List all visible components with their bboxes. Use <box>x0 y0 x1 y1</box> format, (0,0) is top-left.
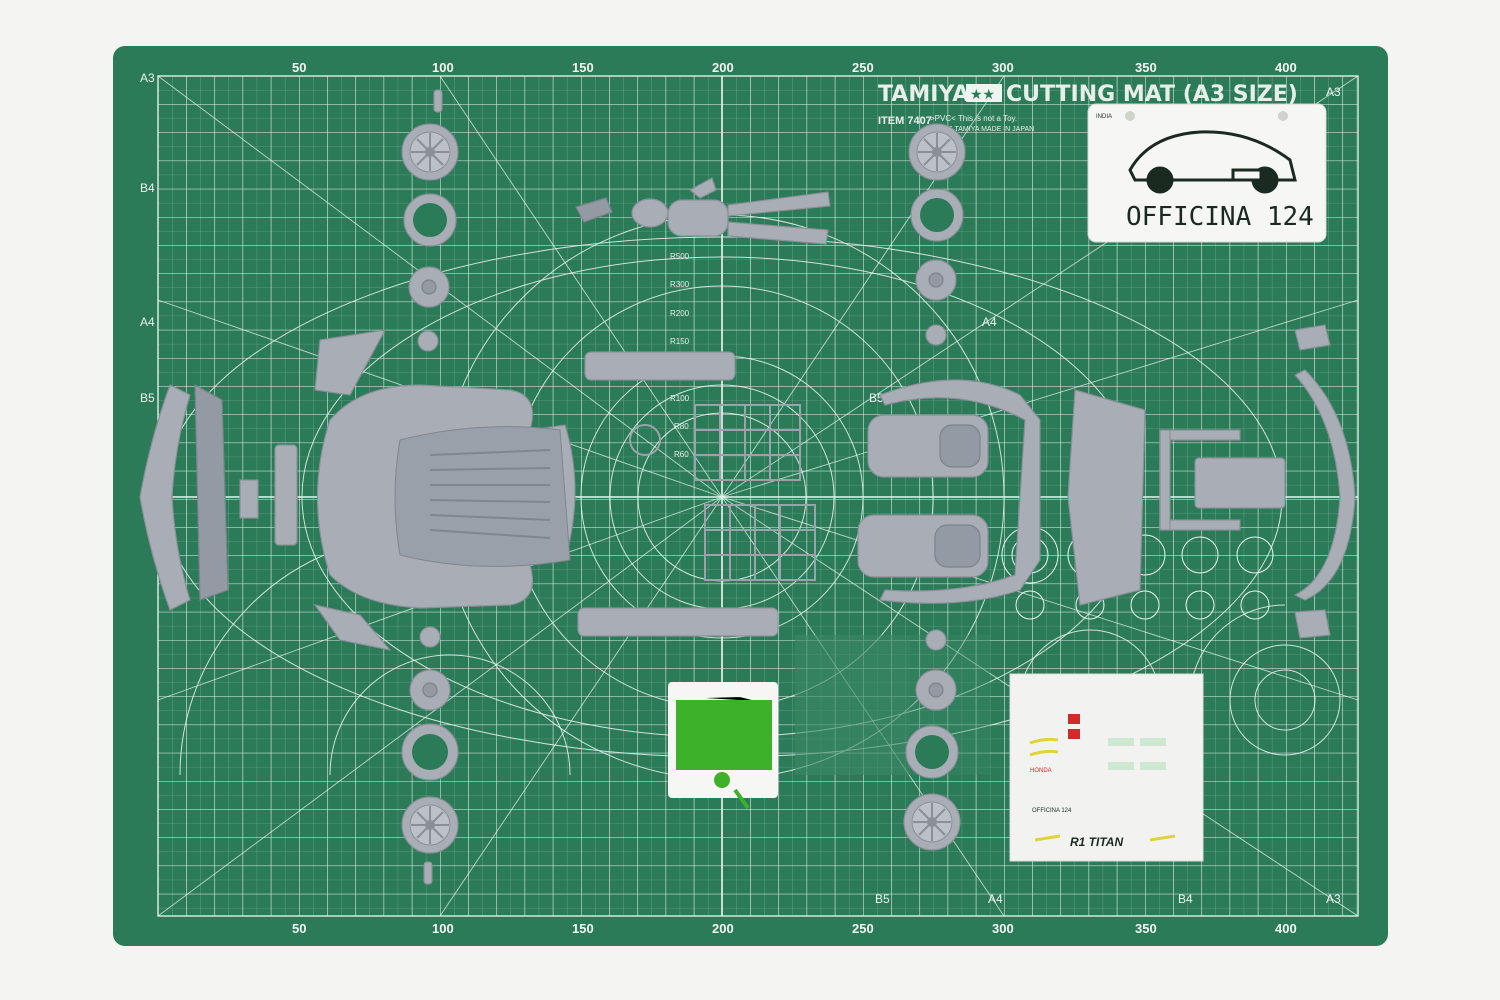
size-mark-a4: A4 <box>140 315 155 329</box>
tire-icon <box>403 193 457 247</box>
sprue-parts <box>629 404 816 581</box>
svg-text:200: 200 <box>712 60 734 75</box>
svg-text:150: 150 <box>572 921 594 936</box>
tire-icon <box>905 725 959 779</box>
plate-text: OFFICINA 124 <box>1126 202 1314 232</box>
svg-text:100: 100 <box>432 60 454 75</box>
svg-text:100: 100 <box>432 921 454 936</box>
svg-text:150: 150 <box>572 60 594 75</box>
brake-disc-icon <box>915 259 957 301</box>
size-mark-b4-bottom: B4 <box>1178 892 1193 906</box>
green-thread <box>676 700 772 770</box>
axle-pin <box>423 861 433 885</box>
svg-text:350: 350 <box>1135 921 1157 936</box>
tamiya-stars-icon: ★★ <box>966 84 1002 103</box>
svg-text:250: 250 <box>852 60 874 75</box>
thread-spool <box>668 682 778 810</box>
mat-brand: TAMIYA <box>878 82 969 107</box>
mat-item: ITEM 7407 <box>878 115 932 127</box>
svg-text:★★: ★★ <box>970 87 995 103</box>
svg-text:400: 400 <box>1275 60 1297 75</box>
wing-mount-part <box>1294 609 1331 639</box>
car-silhouette-icon <box>1128 130 1297 194</box>
brake-disc-icon <box>409 669 451 711</box>
brake-disc-icon <box>915 669 957 711</box>
decal-officina: OFFICINA 124 <box>1032 808 1072 814</box>
mat-pvc-note: >PVC< This is not a Toy. <box>930 114 1017 123</box>
size-mark-b5-bottom: B5 <box>875 892 890 906</box>
hub-icon <box>925 324 947 346</box>
wheel-icon <box>401 123 459 181</box>
seat-part <box>867 414 989 478</box>
svg-text:R100: R100 <box>670 394 690 403</box>
svg-text:R80: R80 <box>674 422 689 431</box>
front-wing-part <box>139 383 298 611</box>
driver-figure <box>575 177 831 245</box>
wheel-icon <box>908 123 966 181</box>
size-mark-a3-right: A3 <box>1326 85 1341 99</box>
hub-icon <box>419 626 441 648</box>
rear-wing-part <box>1293 369 1356 601</box>
rear-panel-part <box>1067 389 1146 606</box>
plate-tag: INDIA <box>1096 114 1112 120</box>
wheel-icon <box>903 793 961 851</box>
decal-honda: HONDA <box>1030 768 1052 774</box>
svg-text:R60: R60 <box>674 450 689 459</box>
exhaust-part <box>1159 429 1241 531</box>
svg-text:R500: R500 <box>670 252 690 261</box>
license-plate: INDIA OFFICINA 124 <box>1087 103 1327 243</box>
hub-icon <box>925 629 947 651</box>
hub-icon <box>417 330 439 352</box>
brake-disc-icon <box>408 266 450 308</box>
wheel-icon <box>401 796 459 854</box>
svg-text:350: 350 <box>1135 60 1157 75</box>
svg-text:400: 400 <box>1275 921 1297 936</box>
size-mark-a4-bottom: A4 <box>988 892 1003 906</box>
svg-text:R150: R150 <box>670 337 690 346</box>
tire-icon <box>910 188 964 242</box>
size-mark-b5: B5 <box>140 391 155 405</box>
wing-mount-part <box>1294 324 1331 351</box>
svg-text:300: 300 <box>992 60 1014 75</box>
side-skirt-part <box>577 607 779 637</box>
side-skirt-part <box>584 351 736 381</box>
mat-title-block: TAMIYA ★★ CUTTING MAT (A3 SIZE) ITEM 740… <box>878 82 1298 133</box>
ruler-bottom: 50 100 150 200 250 300 350 400 <box>292 921 1297 936</box>
svg-text:50: 50 <box>292 60 306 75</box>
svg-text:50: 50 <box>292 921 306 936</box>
size-mark-b4: B4 <box>140 181 155 195</box>
axle-pin <box>433 89 443 113</box>
rear-frame-part <box>879 379 1041 604</box>
ruler-top: 50 100 150 200 250 300 350 400 <box>292 60 1297 75</box>
mat-copyright: © 2006 TAMIYA MADE IN JAPAN <box>930 125 1034 133</box>
svg-text:R200: R200 <box>670 309 690 318</box>
mat-title: CUTTING MAT (A3 SIZE) <box>1006 82 1298 107</box>
size-mark-a4-right: A4 <box>982 315 997 329</box>
radius-labels: R500 R300 R200 R150 R100 R80 R60 <box>670 252 690 459</box>
diffuser-part <box>1194 457 1286 509</box>
svg-text:200: 200 <box>712 921 734 936</box>
svg-text:250: 250 <box>852 921 874 936</box>
seat-part <box>857 514 989 578</box>
decal-sheet: HONDA OFFICINA 124 R1 TITAN <box>1009 673 1204 862</box>
decal-titan: R1 TITAN <box>1070 835 1123 849</box>
car-body-shell <box>313 329 576 651</box>
size-mark-a3: A3 <box>140 71 155 85</box>
svg-text:300: 300 <box>992 921 1014 936</box>
size-mark-a3-bottom: A3 <box>1326 892 1341 906</box>
svg-text:R300: R300 <box>670 280 690 289</box>
tire-icon <box>401 723 459 781</box>
